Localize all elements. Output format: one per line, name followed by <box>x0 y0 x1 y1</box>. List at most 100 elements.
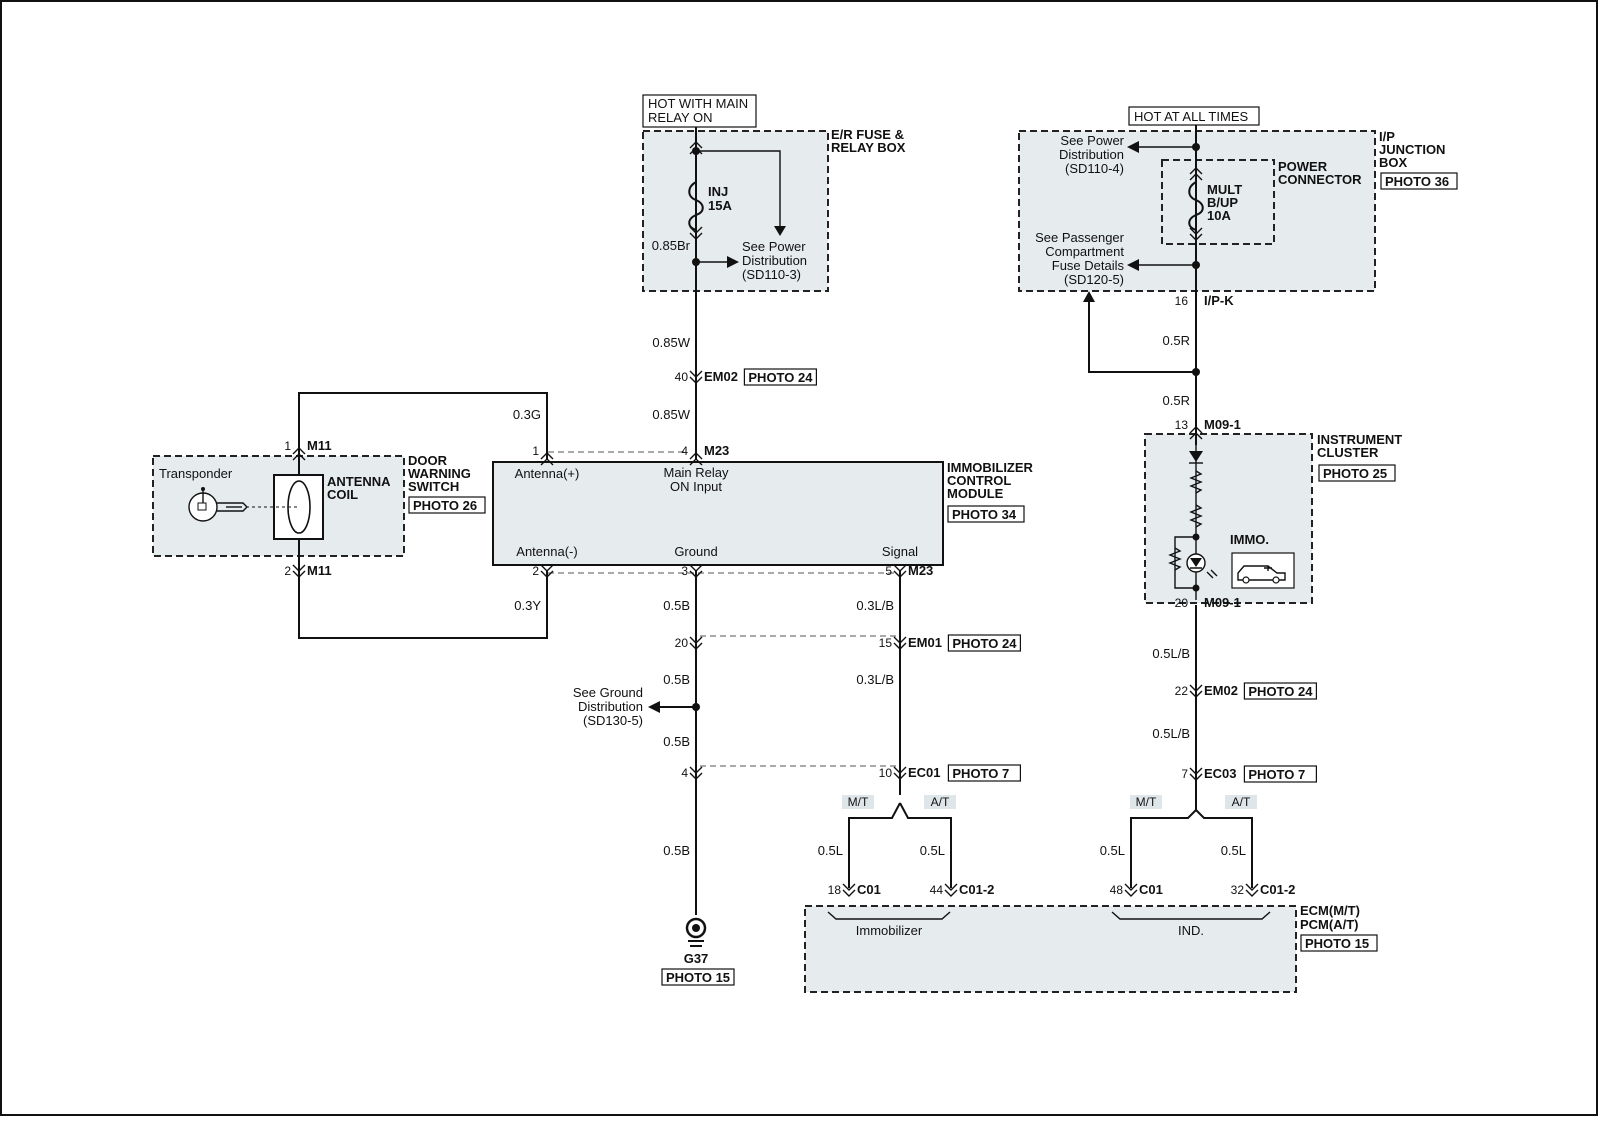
led-icon <box>1190 558 1202 567</box>
connector-pin-number: 5 <box>885 564 892 578</box>
arrow-left-icon <box>1127 141 1139 153</box>
wire-color-label: 0.3L/B <box>856 672 894 687</box>
door-warning-title-line3: SWITCH <box>408 479 459 494</box>
connector-chevron-icon <box>893 766 907 780</box>
pin-ground: Ground <box>674 544 717 559</box>
connector-pin-number: 18 <box>828 883 842 897</box>
resistor-icon <box>1189 504 1203 528</box>
car-key-icon <box>1237 565 1286 581</box>
connector-chevron-icon <box>944 883 958 897</box>
connector-chevron-icon <box>689 564 703 578</box>
antenna-coil-title-line1: ANTENNA <box>327 474 391 489</box>
pin-main-relay-line2: ON Input <box>670 479 722 494</box>
wire-color-label: 0.5R <box>1163 393 1190 408</box>
connector-photo: PHOTO 24 <box>952 636 1017 651</box>
ref-sd120-5-line2: Compartment <box>1045 244 1124 259</box>
ecm-title-line2: PCM(A/T) <box>1300 917 1359 932</box>
immobilizer-title-line2: CONTROL <box>947 473 1011 488</box>
splice-dot <box>1192 261 1200 269</box>
connector-chevron-icon <box>1189 767 1203 781</box>
wire-color-label: 0.85Br <box>652 238 691 253</box>
chevron-icon <box>1189 167 1203 181</box>
connector-pin-number: 3 <box>681 564 688 578</box>
connector-pin-number: 1 <box>532 444 539 458</box>
pin-main-relay-line1: Main Relay <box>663 465 729 480</box>
pin-signal: Signal <box>882 544 918 559</box>
immobilizer-photo: PHOTO 34 <box>952 507 1017 522</box>
ref-sd120-5-line1: See Passenger <box>1035 230 1125 245</box>
connector-pin-number: 7 <box>1181 767 1188 781</box>
transponder-label: Transponder <box>159 466 233 481</box>
wire-color-label: 0.85W <box>652 335 690 350</box>
connector-photo: PHOTO 24 <box>748 370 813 385</box>
ecm-pin-immobilizer: Immobilizer <box>856 923 923 938</box>
cluster-photo: PHOTO 25 <box>1323 466 1387 481</box>
er-fuse-relay-box <box>642 130 829 292</box>
wire-color-label: 0.5L <box>920 843 945 858</box>
wire-color-label: 0.85W <box>652 407 690 422</box>
transmission-option-label: M/T <box>848 795 869 809</box>
power-connector-title-line2: CONNECTOR <box>1278 172 1362 187</box>
ref-sd130-5-line2: Distribution <box>578 699 643 714</box>
cluster-title-line1: INSTRUMENT <box>1317 432 1402 447</box>
ref-sd120-5-line4: (SD120-5) <box>1064 272 1124 287</box>
connector-chevron-icon <box>689 636 703 650</box>
connector-pin-number: 32 <box>1231 883 1245 897</box>
immobilizer-title-line1: IMMOBILIZER <box>947 460 1034 475</box>
ip-junction-photo: PHOTO 36 <box>1385 174 1449 189</box>
inj-fuse-name: INJ <box>708 184 728 199</box>
mult-fuse-name: MULT <box>1207 182 1242 197</box>
connector-chevron-icon <box>842 883 856 897</box>
cluster-title-line2: CLUSTER <box>1317 445 1379 460</box>
connector-name: M11 <box>307 563 332 578</box>
splice-dot <box>1192 584 1200 592</box>
transmission-option-label: A/T <box>1232 795 1251 809</box>
splice-dot <box>1192 143 1200 151</box>
connector-photo-frame <box>743 368 818 386</box>
connector-name: C01 <box>1139 882 1163 897</box>
transmission-option-label: A/T <box>931 795 950 809</box>
connector-photo-frame <box>947 764 1022 782</box>
connector-chevron-icon <box>1189 426 1203 440</box>
wire-color-label: 0.5B <box>663 734 690 749</box>
inj-fuse-symbol <box>688 181 704 231</box>
diode-icon <box>1189 451 1203 462</box>
transponder-key-icon <box>188 487 248 522</box>
power-connector-title-line1: POWER <box>1278 159 1328 174</box>
chevron-icon <box>689 226 703 240</box>
connector-pin-number: 13 <box>1175 418 1189 432</box>
connector-name: EM01 <box>908 635 942 650</box>
transmission-option-label: M/T <box>1136 795 1157 809</box>
arrow-up-icon <box>1083 291 1095 302</box>
connector-chevron-icon <box>1189 684 1203 698</box>
connector-name: I/P-K <box>1204 293 1234 308</box>
ground-name: G37 <box>684 951 709 966</box>
connector-chevron-icon <box>689 766 703 780</box>
ecm-photo: PHOTO 15 <box>1305 936 1369 951</box>
ref-sd110-3-line3: (SD110-3) <box>742 267 801 282</box>
option-tag-background <box>842 795 874 809</box>
connector-pin-number: 22 <box>1175 684 1189 698</box>
connector-pin-number: 20 <box>675 636 689 650</box>
ref-sd110-3-line2: Distribution <box>742 253 807 268</box>
wire-color-label: 0.5L <box>818 843 843 858</box>
connector-chevron-icon <box>540 564 554 578</box>
connector-photo: PHOTO 7 <box>1248 767 1305 782</box>
connector-photo: PHOTO 24 <box>1248 684 1313 699</box>
ecm-pin-ind: IND. <box>1178 923 1204 938</box>
connector-name: M11 <box>307 438 332 453</box>
ref-sd130-5-line1: See Ground <box>573 685 643 700</box>
power-connector-box <box>1161 159 1275 245</box>
arrow-right-icon <box>727 256 739 268</box>
connector-pin-number: 10 <box>879 766 893 780</box>
splice-dot <box>1192 533 1200 541</box>
ip-junction-title-line1: I/P <box>1379 129 1395 144</box>
ref-sd120-5-line3: Fuse Details <box>1052 258 1125 273</box>
supply-hot-main-relay-line1: HOT WITH MAIN <box>648 96 748 111</box>
ref-sd110-4-line2: Distribution <box>1059 147 1124 162</box>
connector-name: C01-2 <box>1260 882 1295 897</box>
option-tag-background <box>924 795 956 809</box>
connector-chevron-icon <box>292 447 306 461</box>
